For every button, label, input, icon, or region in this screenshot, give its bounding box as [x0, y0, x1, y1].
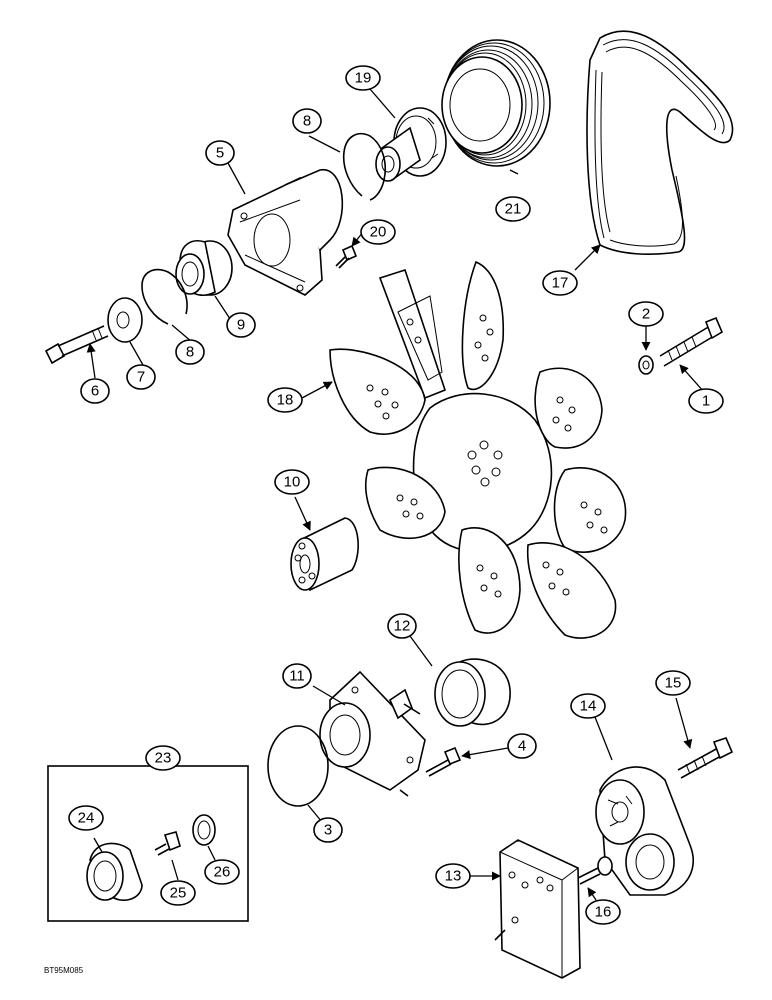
- callout-5-label: 5: [216, 145, 224, 162]
- capscrew-16: [677, 737, 734, 779]
- callout-4: 4: [507, 733, 537, 759]
- callout-8-upper-label: 8: [303, 113, 311, 130]
- bearing: [175, 240, 233, 296]
- callout-25: 25: [160, 880, 196, 906]
- bolt-11: [335, 244, 358, 269]
- callout-2-label: 12: [394, 618, 411, 635]
- o-ring: [267, 725, 329, 807]
- callout-12-label: 21: [505, 201, 522, 218]
- callout-5: 5: [205, 140, 235, 166]
- drawing-code: BT95M085: [44, 966, 84, 975]
- fan: [329, 260, 627, 639]
- washer: [107, 297, 143, 343]
- callout-14-label: 16: [595, 904, 612, 921]
- callout-10-label: 19: [355, 70, 372, 87]
- callout-17: 17: [542, 270, 578, 296]
- callout-4-label: 4: [518, 738, 526, 755]
- callout-11: 20: [360, 219, 396, 245]
- kit-box-23: [47, 765, 249, 922]
- callout-6: 6: [80, 378, 110, 404]
- pulley: [441, 39, 551, 167]
- callout-16: 15: [655, 670, 691, 696]
- callout-25-label: 25: [170, 885, 187, 902]
- leader-lines: [86, 88, 705, 901]
- mounting-plate: [494, 839, 581, 979]
- callout-15-label: 14: [580, 698, 597, 715]
- callout-12: 21: [495, 196, 531, 222]
- callout-20: 1: [688, 388, 724, 414]
- callout-3-label: 3: [324, 822, 332, 839]
- nut-21: [638, 355, 654, 375]
- callout-11-label: 20: [370, 224, 387, 241]
- callout-21-label: 2: [642, 306, 650, 323]
- belt-tensioner: [595, 766, 694, 896]
- callout-1-label: 11: [289, 668, 305, 685]
- callout-19: 18: [267, 387, 303, 413]
- callout-10: 19: [345, 65, 381, 91]
- snap-ring-lower: [141, 268, 188, 325]
- callout-16-label: 15: [665, 675, 682, 692]
- callout-24-label: 24: [78, 810, 95, 827]
- bolt-25: [154, 831, 181, 856]
- callout-9-label: 9: [237, 317, 245, 334]
- callout-1: 11: [282, 663, 312, 689]
- callout-6-label: 6: [91, 383, 99, 400]
- callout-8-lower-label: 8: [186, 344, 194, 361]
- callout-7-label: 7: [137, 369, 145, 386]
- bolt-4: [425, 746, 462, 777]
- washer-26: [192, 814, 216, 846]
- fan-housing: [227, 169, 344, 296]
- snap-ring-upper: [342, 132, 386, 201]
- callout-14: 16: [585, 899, 621, 925]
- callout-21: 2: [628, 301, 664, 327]
- callout-8-lower: 8: [175, 339, 205, 365]
- callout-8-upper: 8: [292, 108, 322, 134]
- callout-2: 12: [387, 613, 417, 639]
- callout-13: 13: [435, 863, 471, 889]
- pulley-2: [434, 658, 511, 727]
- callout-15: 14: [570, 693, 606, 719]
- fan-hub: [375, 107, 447, 182]
- callout-3: 3: [313, 817, 343, 843]
- capscrew-6: [44, 325, 109, 365]
- callout-26: 26: [204, 859, 240, 885]
- serpentine-belt: [586, 30, 734, 255]
- callout-19-label: 18: [277, 392, 294, 409]
- callout-9: 9: [226, 312, 256, 338]
- callout-18: 10: [274, 469, 310, 495]
- callout-24: 24: [68, 805, 104, 831]
- water-pump: [319, 670, 426, 797]
- callout-17-label: 17: [552, 275, 569, 292]
- callout-13-label: 13: [445, 868, 462, 885]
- idler-pulley: [86, 842, 143, 901]
- callout-20-label: 1: [702, 393, 710, 410]
- callout-26-label: 26: [214, 864, 231, 881]
- capscrew-14: [577, 856, 613, 885]
- callout-23-label: 23: [155, 750, 172, 767]
- bolt-20: [659, 316, 724, 367]
- callout-18-label: 10: [284, 474, 301, 491]
- spacer: [290, 517, 359, 592]
- callout-23: 23: [145, 745, 181, 771]
- callout-7: 7: [126, 364, 156, 390]
